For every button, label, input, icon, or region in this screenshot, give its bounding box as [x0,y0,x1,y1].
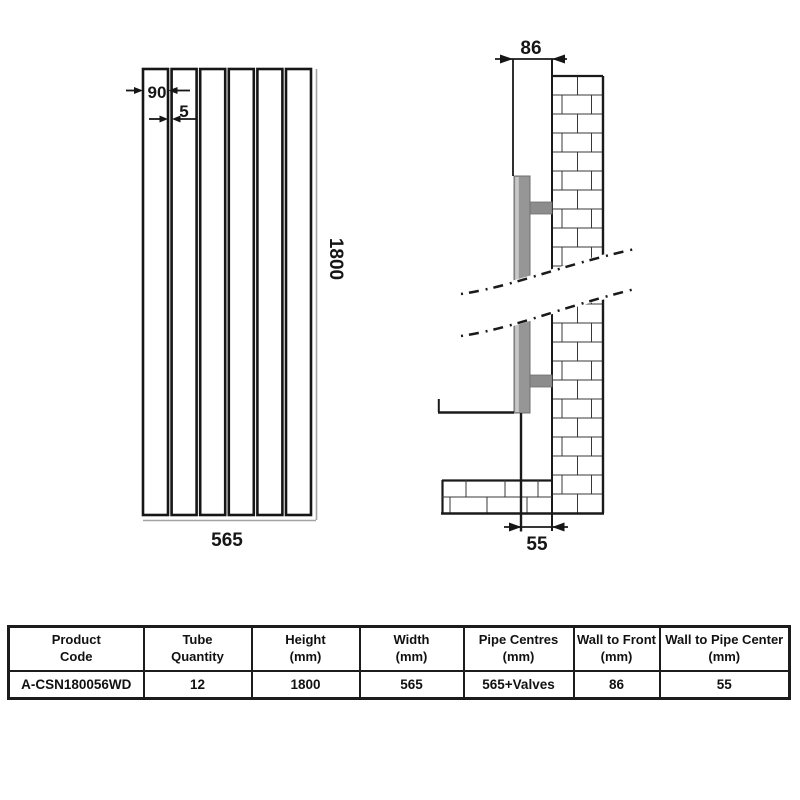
dim-wall-to-pipe-label: 55 [526,534,548,555]
value-width: 565 [358,670,465,700]
arrow-right-icon [159,115,168,123]
dim-width-label: 565 [211,530,243,551]
radiator-tubes [141,67,313,517]
height-dimension: 1800 [315,69,346,520]
wall-to-pipe-dimension: 55 [504,522,568,555]
front-view-drawing: 1800 565 90 5 [126,67,346,551]
width-dimension: 565 [143,519,316,551]
floor-brick-lines [442,480,552,513]
dim-tube-width-label: 90 [148,83,167,102]
radiator-tube [284,67,313,517]
radiator-side-profile [437,175,553,532]
header-line: (mm) [289,649,322,664]
col-header-width: Width (mm) [358,625,465,672]
tube-gap-dimension: 5 [149,102,197,123]
value-pipe-centres: 565+Valves [462,670,575,700]
dim-height-label: 1800 [325,238,346,280]
col-header-pipe-centres: Pipe Centres (mm) [462,625,575,672]
col-header-height: Height (mm) [250,625,361,672]
spec-table: Product Code Tube Quantity Height (mm) W… [7,625,791,700]
header-line: Wall to Pipe Center [665,632,784,648]
floor [441,479,604,515]
radiator-tube [256,67,284,517]
header-line: Wall to Front [577,632,656,648]
header-line: Code [60,649,93,664]
header-line: (mm) [600,649,633,664]
arrow-left-icon [552,54,565,64]
header-line: (mm) [502,649,535,664]
header-line: Pipe Centres [478,632,559,648]
break-mask [461,247,635,339]
radiator-tube [141,67,170,517]
dim-tube-gap-label: 5 [179,102,188,121]
tube-width-dimension: 90 [126,83,190,102]
dim-wall-to-front-label: 86 [520,38,541,59]
radiator-tube [198,67,227,517]
wall-bracket-top [529,201,553,215]
value-wall-to-pipe-center: 55 [658,670,791,700]
arrow-left-icon [168,87,178,94]
radiator-tube [227,67,256,517]
value-height: 1800 [250,670,361,700]
header-line: Tube [182,632,213,648]
arrow-left-icon [552,522,565,532]
header-line: Height [285,632,326,648]
radiator-tube [170,67,198,517]
col-header-wall-to-pipe-center: Wall to Pipe Center (mm) [658,625,791,672]
spec-table-header-row: Product Code Tube Quantity Height (mm) W… [7,625,791,672]
wall-to-front-dimension: 86 [495,38,567,176]
arrow-left-icon [172,115,181,123]
side-view-drawing: 86 55 [437,38,636,555]
header-line: Quantity [171,649,224,664]
arrow-right-icon [509,522,522,532]
col-header-tube-quantity: Tube Quantity [142,625,253,672]
spec-table-value-row: A-CSN180056WD 12 1800 565 565+Valves 86 … [7,670,791,700]
break-band [460,247,636,339]
header-line: (mm) [395,649,428,664]
header-line: (mm) [708,649,741,664]
value-tube-quantity: 12 [142,670,253,700]
col-header-product-code: Product Code [7,625,145,672]
col-header-wall-to-front: Wall to Front (mm) [572,625,661,672]
value-product-code: A-CSN180056WD [7,670,145,700]
header-line: Product [51,632,101,648]
arrow-right-icon [134,87,143,94]
value-wall-to-front: 86 [572,670,661,700]
arrow-right-icon [500,54,513,64]
wall-bracket-bottom [529,374,553,388]
header-line: Width [393,632,430,648]
